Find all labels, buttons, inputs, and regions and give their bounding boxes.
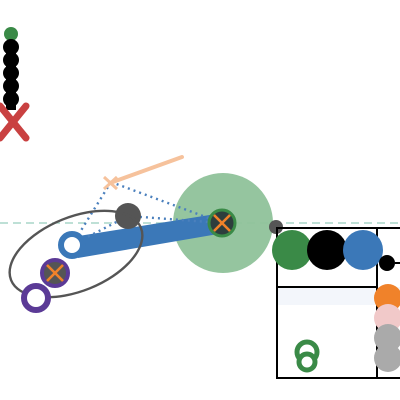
- marker-dot[interactable]: [3, 91, 19, 107]
- marker-dot[interactable]: [3, 39, 19, 55]
- legend-swatch-green[interactable]: [272, 230, 312, 270]
- legend-panel-frame: [276, 227, 400, 379]
- legend-side-swatch-pink[interactable]: [374, 304, 400, 332]
- marker-dot[interactable]: [3, 78, 19, 94]
- center-cross-icon: [213, 214, 231, 232]
- dotted-link: [127, 214, 223, 225]
- dotted-link: [110, 180, 223, 225]
- marker-top-dot-green[interactable]: [4, 27, 18, 41]
- marker-dot[interactable]: [3, 52, 19, 68]
- ring-node-blue[interactable]: [58, 231, 86, 259]
- cursor-cross-icon: [102, 175, 119, 191]
- legend-dot-black[interactable]: [379, 255, 395, 271]
- highlight-stroke: [108, 155, 184, 185]
- thick-link[interactable]: [66, 213, 224, 258]
- legend-swatch-black[interactable]: [307, 230, 347, 270]
- selection-ellipse: [8, 209, 144, 299]
- dotted-link: [71, 214, 129, 247]
- legend-side-swatch-orange[interactable]: [374, 284, 400, 312]
- marker-dot[interactable]: [3, 65, 19, 81]
- small-cross-icon: [46, 264, 64, 282]
- legend-swatch-blue[interactable]: [343, 230, 383, 270]
- legend-ring-icon[interactable]: [294, 339, 320, 373]
- legend-side-swatch-gray[interactable]: [374, 344, 400, 372]
- ring-node-purple[interactable]: [21, 283, 51, 313]
- legend-panel: [272, 227, 400, 379]
- legend-side-swatch-gray[interactable]: [374, 324, 400, 352]
- close-cross-icon[interactable]: [0, 102, 30, 142]
- legend-panel-stripe: [277, 287, 400, 305]
- marker-column: [0, 27, 30, 142]
